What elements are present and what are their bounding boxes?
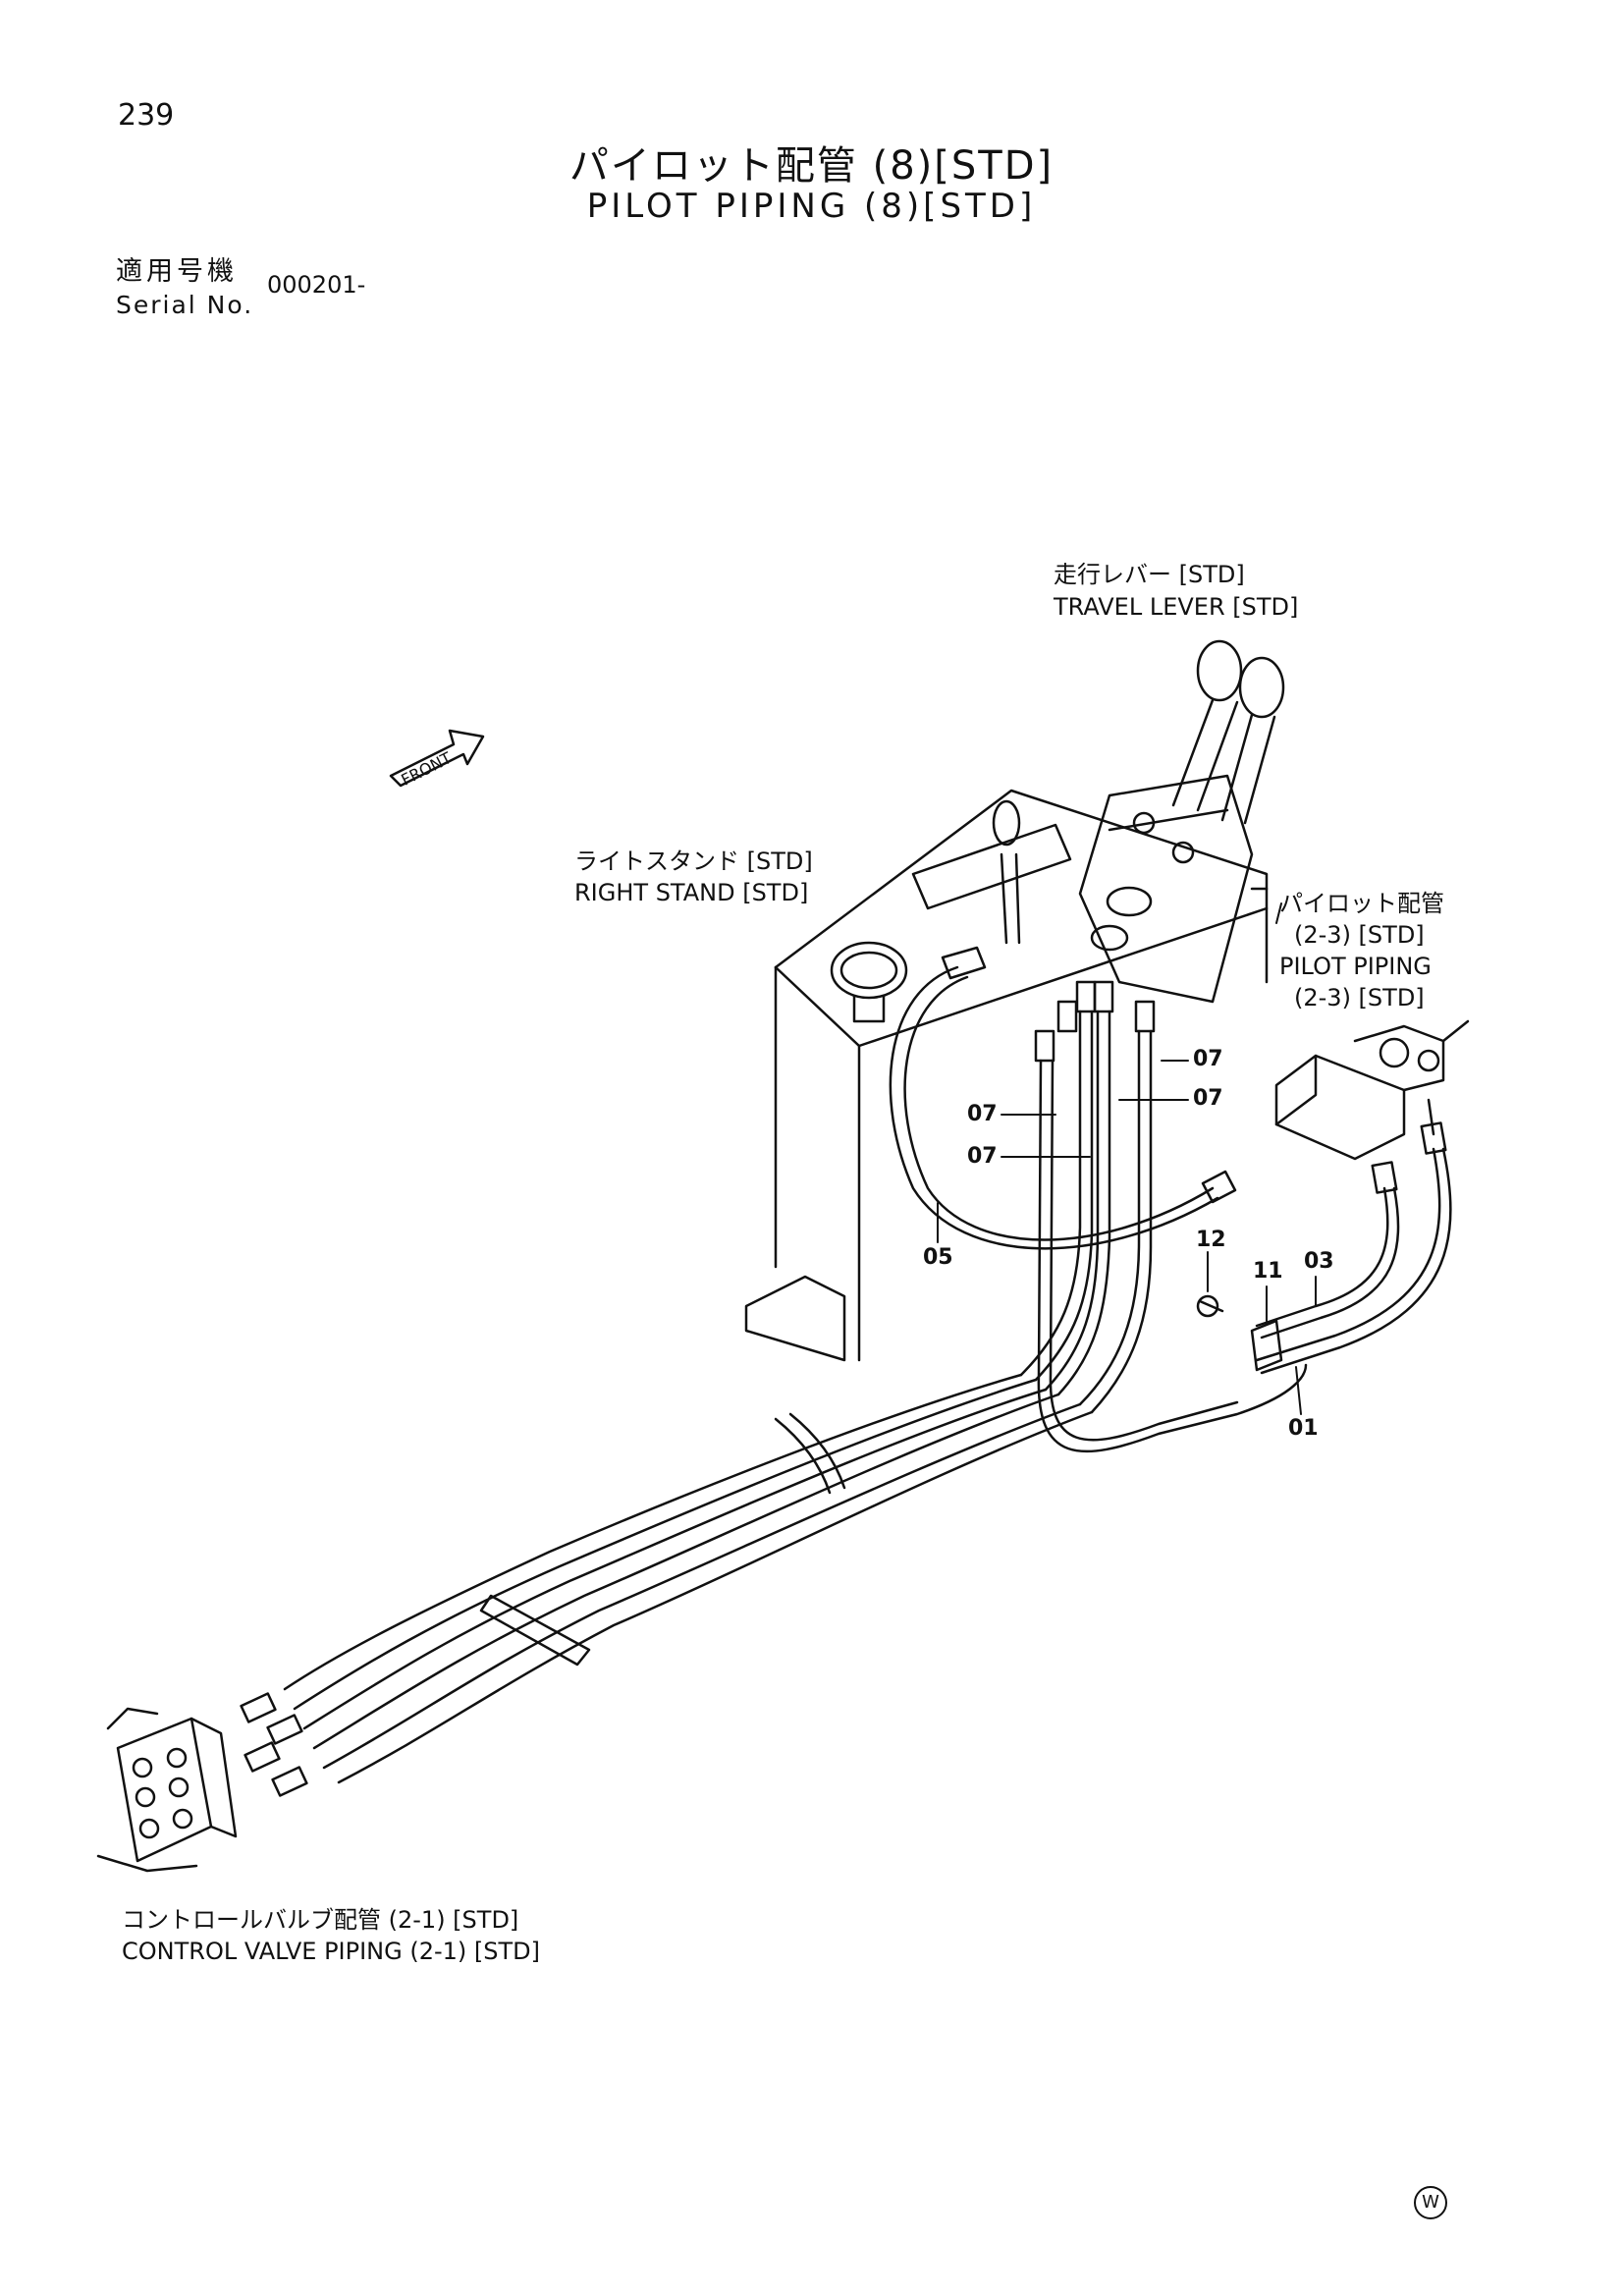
front-marker-text: FRONT — [398, 748, 455, 790]
pilot-valve-block — [1274, 1019, 1470, 1161]
part-number-07: 07 — [1193, 1047, 1223, 1071]
page-title-japanese: パイロット配管 (8)[STD] — [568, 143, 1055, 189]
control-valve-label: CONTROL VALVE PIPING (2-1) [STD] — [122, 1938, 541, 1965]
part-number-07: 07 — [967, 1102, 998, 1126]
part-number-01: 01 — [1288, 1416, 1319, 1441]
page-number: 239 — [118, 98, 175, 133]
part-number-07: 07 — [1193, 1086, 1223, 1111]
leader-lines — [937, 902, 1317, 1415]
pilot-piping-label-japanese-sub: (2-3) [STD] — [1294, 921, 1425, 949]
travel-lever-label-japanese: 走行レバー [STD] — [1054, 561, 1245, 588]
control-valve-label-japanese: コントロールバルブ配管 (2-1) [STD] — [122, 1906, 519, 1934]
pilot-piping-label-japanese: パイロット配管 — [1279, 890, 1444, 917]
hose-bundle-07 — [1019, 980, 1308, 1453]
bolt-12 — [1196, 1294, 1224, 1318]
pilot-piping-label: PILOT PIPING — [1279, 953, 1432, 980]
hose-05 — [889, 946, 1237, 1250]
serial-label-japanese: 適用号機 — [116, 256, 238, 287]
corner-w-mark: W — [1414, 2186, 1447, 2219]
part-number-05: 05 — [923, 1245, 953, 1270]
pilot-piping-label-sub: (2-3) [STD] — [1294, 984, 1425, 1011]
clamp-11 — [1250, 1319, 1283, 1372]
control-valve-block — [96, 1692, 308, 1873]
travel-lever — [1078, 639, 1285, 1004]
small-lever — [992, 799, 1021, 945]
part-number-12: 12 — [1196, 1228, 1226, 1252]
serial-number: 000201- — [267, 271, 366, 299]
part-number-03: 03 — [1304, 1249, 1334, 1274]
serial-label: Serial No. — [116, 291, 254, 319]
travel-lever-label: TRAVEL LEVER [STD] — [1054, 593, 1299, 621]
pressure-gauge-icon — [830, 941, 908, 1023]
right-stand-label-japanese: ライトスタンド [STD] — [574, 847, 813, 875]
part-number-11: 11 — [1253, 1259, 1283, 1284]
part-number-07: 07 — [967, 1144, 998, 1169]
right-stand-box — [744, 789, 1269, 1362]
hose-01-03 — [1255, 1121, 1452, 1375]
main-hose-bundle — [283, 1373, 1094, 1784]
front-arrow-icon: FRONT — [389, 729, 485, 790]
right-stand-label: RIGHT STAND [STD] — [574, 879, 809, 906]
page-title: PILOT PIPING (8)[STD] — [586, 187, 1037, 226]
